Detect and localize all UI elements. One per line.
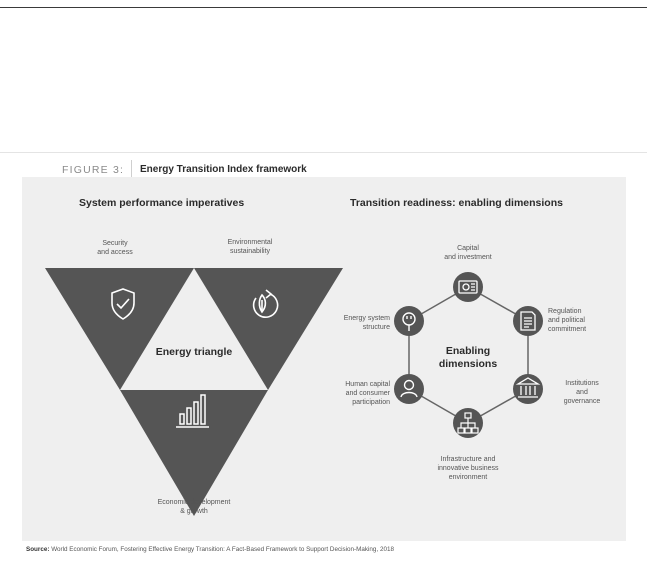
security-triangle [45,268,194,390]
energy-system-label-line2: structure [362,324,390,331]
regulation-label-line1: Regulation [548,308,582,315]
figure-header: FIGURE 3: Energy Transition Index framew… [22,153,632,178]
figure-label: FIGURE 3: [62,164,125,176]
source-text: World Economic Forum, Fostering Effectiv… [49,546,394,553]
plug-icon [402,312,416,331]
human-capital-label-line1: Human capital [345,381,390,388]
security-label-line2: and access [97,249,133,256]
security-label: Security and access [70,239,160,257]
source-prefix: Source: [26,546,50,553]
shield-check-icon [111,288,135,320]
sustainability-label-line2: sustainability [229,248,271,255]
economic-label-line2: & growth [180,508,208,515]
institutions-label-line1: Institutions [565,380,599,387]
network-icon [457,412,479,434]
regulation-label-line2: and political [548,317,585,324]
infrastructure-label-line3: environment [448,474,488,481]
enabling-dimensions-line2: dimensions [438,358,498,370]
node-energy-system [394,306,424,336]
regulation-label: Regulation and political commitment [548,307,618,334]
sustainability-triangle [194,268,343,390]
left-panel-title: System performance imperatives [79,197,245,209]
enabling-dimensions-label: Enabling dimensions [418,345,518,371]
economic-label-line1: Economic development [157,499,231,506]
energy-system-label: Energy system structure [308,314,390,332]
enabling-dimensions-line1: Enabling [445,345,491,357]
figure-title: Energy Transition Index framework [140,164,307,175]
capital-label-line2: and investment [444,254,492,261]
regulation-label-line3: commitment [548,326,587,333]
infrastructure-label: Infrastructure and innovative business e… [408,455,528,482]
infrastructure-label-line1: Infrastructure and [440,456,496,463]
institutions-label-line2: and [576,389,588,396]
security-label-line1: Security [102,240,128,247]
sustainability-label-line1: Environmental [227,239,273,246]
right-panel-title: Transition readiness: enabling dimension… [350,197,563,209]
human-capital-label-line3: participation [352,399,390,406]
economic-triangle [120,390,268,516]
capital-label-line1: Capital [457,245,479,252]
institution-icon [515,377,541,398]
top-rule [0,7,647,8]
infrastructure-label-line2: innovative business [437,465,499,472]
node-human-capital [394,374,424,404]
human-capital-label-line2: and consumer [345,390,390,397]
leaf-recycle-icon [252,289,279,318]
figure-header-divider [131,160,132,178]
node-institutions [513,374,543,404]
institutions-label: Institutions and governance [544,379,620,406]
person-icon [400,379,418,398]
source-note: Source: World Economic Forum, Fostering … [26,546,394,553]
bar-chart-growth-icon [176,394,209,428]
human-capital-label: Human capital and consumer participation [308,380,390,407]
node-infrastructure [453,408,483,438]
figure-top-border [0,152,647,153]
node-regulation [513,306,543,336]
energy-system-label-line1: Energy system [343,315,390,322]
sustainability-label: Environmental sustainability [200,238,300,256]
money-icon [458,280,478,294]
document-icon [520,311,536,331]
economic-label: Economic development & growth [124,498,264,516]
capital-label: Capital and investment [418,244,518,262]
energy-triangle-label: Energy triangle [155,346,233,358]
institutions-label-line3: governance [563,398,601,405]
node-capital [453,272,483,302]
